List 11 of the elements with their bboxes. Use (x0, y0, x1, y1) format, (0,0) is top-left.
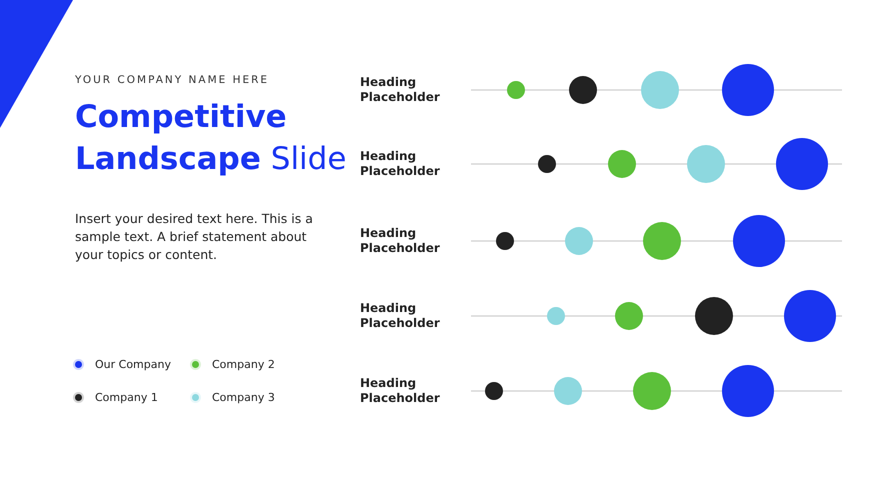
legend-label: Company 1 (95, 391, 158, 404)
company-name: YOUR COMPANY NAME HERE (75, 74, 270, 86)
row-heading: Heading Placeholder (360, 226, 441, 256)
row-heading: Heading Placeholder (360, 301, 441, 331)
legend-label: Our Company (95, 358, 171, 371)
row-heading: Heading Placeholder (360, 376, 441, 406)
legend-label: Company 3 (212, 391, 275, 404)
row-heading: Heading Placeholder (360, 149, 441, 179)
legend-label: Company 2 (212, 358, 275, 371)
row-heading: Heading Placeholder (360, 75, 441, 105)
description-text: Insert your desired text here. This is a sample text. A brief statement about your topics or content. (75, 210, 314, 264)
